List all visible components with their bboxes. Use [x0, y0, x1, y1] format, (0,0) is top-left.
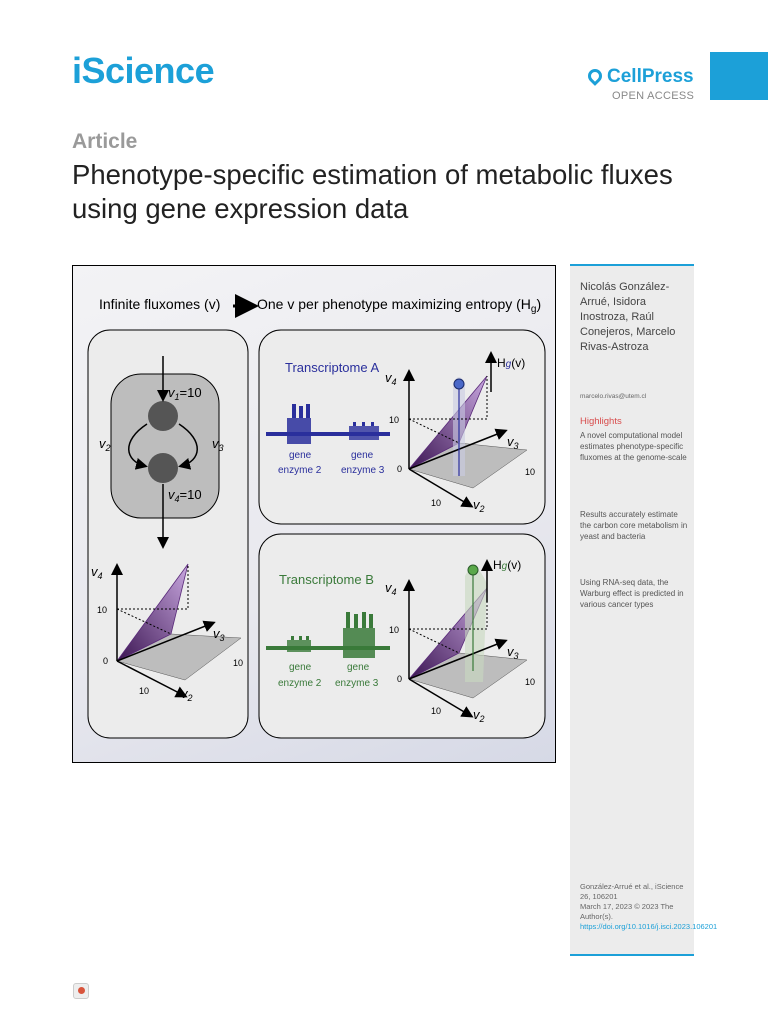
- entropy-plot-b: v4 10 0 Hg(v) v3 10 10 v2: [385, 558, 535, 724]
- solution-space-plot: v4 10 0 v3 10 10 v2: [91, 563, 243, 703]
- svg-text:0: 0: [103, 656, 108, 666]
- svg-text:Hg(v): Hg(v): [497, 356, 525, 370]
- label-v3: v3: [212, 436, 224, 453]
- svg-text:gene: gene: [289, 662, 312, 673]
- doi-link[interactable]: https://doi.org/10.1016/j.isci.2023.1062…: [580, 922, 718, 931]
- article-type-label: Article: [72, 130, 138, 153]
- cellpress-logo[interactable]: CellPress: [585, 66, 694, 88]
- article-sidebar: [570, 264, 694, 956]
- citation-divider: [570, 954, 694, 956]
- svg-text:enzyme 3: enzyme 3: [335, 678, 379, 689]
- flux-arrow-v2: [128, 423, 148, 470]
- label-v4: v4=10: [168, 487, 202, 504]
- svg-text:10: 10: [431, 498, 441, 508]
- svg-text:0: 0: [397, 464, 402, 474]
- check-for-updates-icon[interactable]: [73, 983, 89, 999]
- svg-text:Hg(v): Hg(v): [493, 558, 521, 572]
- cell-outline: [110, 373, 220, 519]
- svg-text:v4: v4: [91, 564, 103, 581]
- article-title: Phenotype-specific estimation of metabol…: [72, 159, 673, 224]
- figure-heading: Infinite fluxomes (v): [99, 296, 220, 312]
- highlight-item: Results accurately estimate the carbon c…: [580, 510, 688, 541]
- transcriptome-a-title: Transcriptome A: [285, 360, 379, 375]
- max-entropy-point-a: [453, 378, 465, 390]
- svg-text:10: 10: [525, 677, 535, 687]
- metabolite-node-2: [148, 453, 178, 483]
- svg-text:10: 10: [389, 415, 399, 425]
- publication-date: March 17, 2023 © 2023 The Author(s).: [580, 902, 674, 921]
- svg-text:10: 10: [97, 605, 107, 615]
- svg-text:v4: v4: [385, 580, 397, 597]
- svg-text:enzyme 2: enzyme 2: [278, 678, 322, 689]
- label-v2: v2: [99, 436, 111, 453]
- svg-text:10: 10: [389, 625, 399, 635]
- transcriptome-b-title: Transcriptome B: [279, 572, 374, 587]
- author-list: Nicolás González-Arrué, Isidora Inostroz…: [580, 281, 676, 353]
- svg-text:10: 10: [525, 467, 535, 477]
- svg-text:gene: gene: [289, 450, 312, 461]
- svg-text:0: 0: [397, 674, 402, 684]
- svg-text:v2: v2: [473, 497, 485, 514]
- entropy-plot-a: v4 10 0 Hg(v) v3 10 10 v2: [385, 351, 535, 514]
- heading-prefix: Infinite fluxomes (v): [99, 296, 220, 312]
- open-access-label: OPEN ACCESS: [612, 90, 695, 102]
- corresponding-email[interactable]: marcelo.rivas@utem.cl: [580, 393, 647, 400]
- graphical-abstract: Infinite fluxomes (v) One v per phenotyp…: [72, 265, 556, 763]
- graphical-abstract-svg: Infinite fluxomes (v) One v per phenotyp…: [87, 294, 546, 739]
- highlight-item: Using RNA-seq data, the Warburg effect i…: [580, 578, 684, 609]
- publisher-name: CellPress: [607, 66, 694, 87]
- svg-text:v3: v3: [507, 644, 519, 661]
- svg-text:v3: v3: [507, 434, 519, 451]
- svg-text:gene: gene: [347, 662, 370, 673]
- flux-arrow-v3: [178, 423, 198, 470]
- citation-block: González-Arrué et al., iScience 26, 1062…: [580, 882, 718, 932]
- figure-heading-right: One v per phenotype maximizing entropy (…: [257, 296, 541, 315]
- max-entropy-point-b: [467, 564, 479, 576]
- highlight-item: A novel computational model estimates ph…: [580, 431, 687, 462]
- svg-text:10: 10: [139, 686, 149, 696]
- svg-text:v2: v2: [181, 686, 193, 703]
- label-v1: v1=10: [168, 385, 202, 402]
- svg-text:gene: gene: [351, 450, 374, 461]
- metabolite-node-1: [148, 401, 178, 431]
- journal-color-tab: [710, 52, 768, 100]
- svg-text:v2: v2: [473, 707, 485, 724]
- citation-text: González-Arrué et al., iScience 26, 1062…: [580, 882, 684, 901]
- svg-text:v4: v4: [385, 370, 397, 387]
- svg-text:10: 10: [233, 658, 243, 668]
- gene-track-a: gene enzyme 2 gene enzyme 3: [266, 404, 390, 476]
- cellpress-icon: [585, 66, 605, 86]
- highlights-heading: Highlights: [580, 416, 622, 427]
- journal-logo[interactable]: iScience: [72, 50, 215, 91]
- svg-text:10: 10: [431, 706, 441, 716]
- gene-track-b: gene enzyme 2 gene enzyme 3: [266, 612, 390, 689]
- svg-text:enzyme 2: enzyme 2: [278, 465, 322, 476]
- svg-text:v3: v3: [213, 626, 225, 643]
- svg-text:enzyme 3: enzyme 3: [341, 465, 385, 476]
